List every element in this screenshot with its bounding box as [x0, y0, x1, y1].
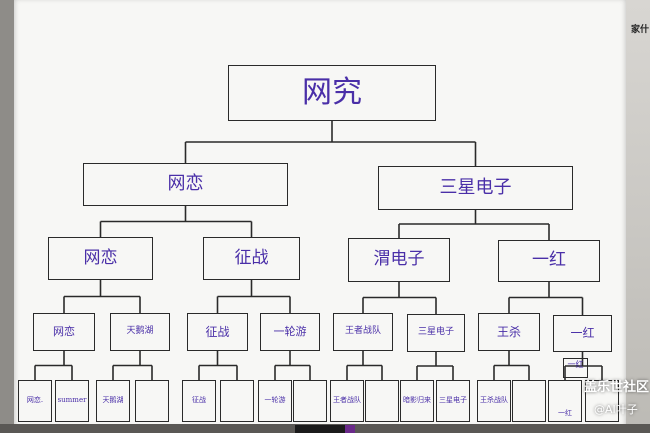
node-label: 一轮游	[273, 325, 307, 339]
node-label: 一红	[532, 250, 566, 271]
node-label: 网恋	[83, 247, 118, 268]
level3-node: 征战	[187, 313, 248, 351]
wall	[625, 0, 650, 433]
level2-node: 网恋	[48, 237, 153, 280]
level4-node	[512, 380, 546, 422]
wall-sign-text: 家什	[631, 25, 650, 35]
level1-node: 三星电子	[378, 166, 573, 210]
node-label: 网恋	[53, 325, 75, 339]
level2-node: 一红	[498, 240, 600, 282]
node-label: 三星电子	[417, 327, 454, 338]
level4-node: 暗影归来	[400, 380, 434, 422]
node-label: 天鹅湖	[126, 326, 154, 337]
node-label: 网恋	[167, 173, 204, 195]
watermark-handle: @AI叶子	[594, 403, 638, 416]
node-label: 一红	[558, 408, 572, 417]
level4-node	[220, 380, 254, 422]
level3-node: 一轮游	[260, 313, 320, 351]
marker-cap	[345, 425, 355, 433]
level3-node: 王杀	[478, 313, 540, 351]
node-label: 征战	[192, 396, 206, 405]
level4-node: 一红	[548, 380, 582, 422]
level3-node: 网恋	[33, 313, 95, 351]
level3-node: 天鹅湖	[110, 313, 170, 351]
node-label: 网恋.	[26, 396, 44, 405]
node-label: 一轮游	[264, 396, 286, 405]
level4-node	[365, 380, 399, 422]
node-label: 王者战队	[344, 326, 381, 337]
level4-node: 王者战队	[330, 380, 364, 422]
level3-node: 一红	[553, 315, 612, 352]
node-label: 一红	[570, 326, 595, 341]
level2-node: 渭电子	[348, 238, 450, 282]
level4-node	[135, 380, 169, 422]
node-label: 暗影归来	[403, 396, 431, 405]
level4-node: summer	[55, 380, 89, 422]
node-label: 网究	[302, 75, 362, 111]
level4-node: 王杀战队	[477, 380, 511, 422]
node-label: 王杀	[496, 324, 521, 339]
node-label: 渭电子	[373, 249, 425, 270]
level4-node	[585, 380, 619, 422]
node-label: 天鹅湖	[102, 396, 124, 405]
level4-node: 网恋.	[18, 380, 52, 422]
level3-node: 三星电子	[407, 314, 465, 352]
node-label: 三星电子	[439, 396, 467, 405]
node-label: 征战	[205, 324, 230, 339]
level3-node: 王者战队	[333, 313, 393, 351]
level4-node	[293, 380, 327, 422]
node-label: summer	[57, 396, 87, 405]
extra-note: 一红	[563, 358, 588, 378]
level2-node: 征战	[203, 237, 300, 280]
level4-node: 征战	[182, 380, 216, 422]
root-node: 网究	[228, 65, 436, 121]
whiteboard	[14, 0, 626, 428]
level4-node: 一轮游	[258, 380, 292, 422]
level4-node: 三星电子	[436, 380, 470, 422]
node-label: 三星电子	[439, 176, 512, 198]
level4-node: 天鹅湖	[96, 380, 130, 422]
node-label: 王者战队	[333, 396, 361, 405]
marker-pen	[295, 425, 355, 433]
node-label: 王杀战队	[480, 396, 508, 405]
watermark-title: 盖乐世社区	[584, 380, 650, 395]
node-label: 征战	[234, 247, 269, 268]
level1-node: 网恋	[83, 163, 288, 206]
